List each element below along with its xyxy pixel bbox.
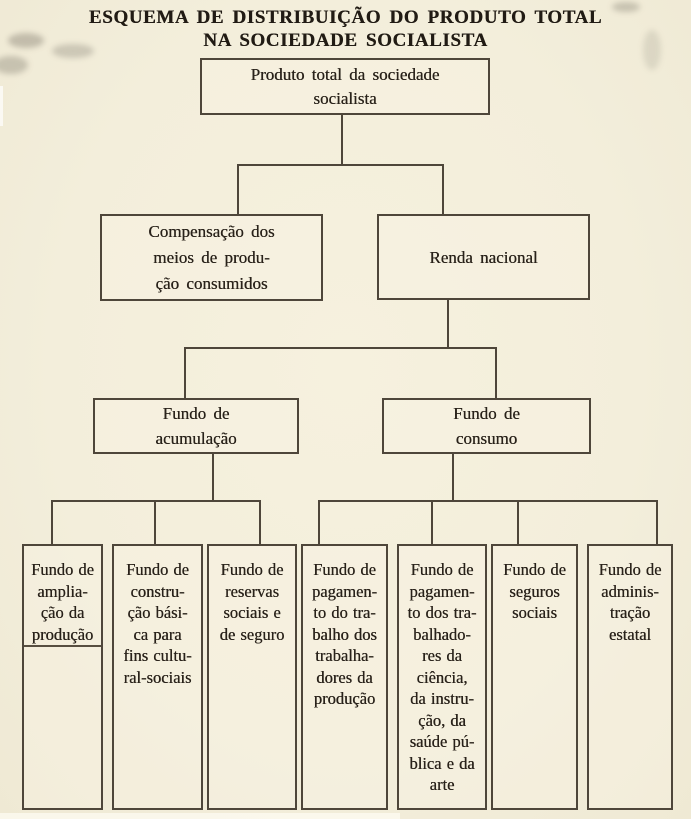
node-fundo-pagamento-trabalhadores-producao: Fundo de pagamen- to do tra- balho dos t…	[301, 544, 388, 810]
connector-renda-stem	[447, 299, 449, 349]
node-label: Fundo de adminis- tração estatal	[598, 560, 662, 644]
node-fundo-seguros-sociais: Fundo de seguros sociais	[491, 544, 578, 810]
node-produto-total: Produto total da sociedade socialista	[200, 58, 490, 115]
connector-consumo-fan-bar	[318, 500, 658, 502]
node-label: Renda nacional	[429, 247, 538, 267]
node-fundo-pagamento-trabalhadores-ciencia: Fundo de pagamen- to dos tra- balhado- r…	[397, 544, 487, 810]
connector-level2-bar	[237, 164, 444, 166]
diagram-title: ESQUEMA DE DISTRIBUIÇÃO DO PRODUTO TOTAL…	[88, 7, 603, 51]
connector-to-renda-nacional	[442, 164, 444, 216]
node-label: Fundo de consumo	[453, 404, 520, 448]
node-fundo-ampliacao-producao: Fundo de amplia- ção da produção	[22, 544, 103, 810]
connector-to-leaf-6	[517, 500, 519, 546]
ink-bleed-mark	[0, 56, 28, 74]
node-label: Fundo de acumulação	[155, 404, 237, 448]
node-fundo-acumulacao: Fundo de acumulação	[93, 398, 299, 454]
connector-to-leaf-7	[656, 500, 658, 546]
node-label: Compensação dos meios de produ- ção cons…	[148, 221, 275, 293]
connector-level3-bar	[184, 347, 497, 349]
ink-bleed-mark	[643, 30, 661, 70]
node-label: Fundo de pagamen- to do tra- balho dos t…	[311, 560, 378, 708]
node-label: Fundo de reservas sociais e de seguro	[219, 560, 285, 644]
ink-bleed-mark	[612, 2, 640, 12]
connector-to-leaf-5	[431, 500, 433, 546]
node-label: Fundo de constru- ção bási- ca para fins…	[123, 560, 192, 687]
page-edge-highlight	[0, 86, 3, 126]
connector-acumulacao-fan-bar	[51, 500, 261, 502]
node-fundo-consumo: Fundo de consumo	[382, 398, 591, 454]
connector-to-fundo-acumulacao	[184, 347, 186, 400]
connector-acumulacao-stem	[212, 452, 214, 502]
page-edge-highlight	[0, 813, 400, 819]
connector-consumo-stem	[452, 452, 454, 502]
node-label: Fundo de seguros sociais	[503, 560, 566, 622]
ink-bleed-mark	[52, 44, 94, 58]
connector-to-leaf-3	[259, 500, 261, 546]
node-fundo-construcao-basica: Fundo de constru- ção bási- ca para fins…	[112, 544, 203, 810]
connector-to-leaf-1	[51, 500, 53, 546]
node-fundo-administracao-estatal: Fundo de adminis- tração estatal	[587, 544, 673, 810]
node-fundo-reservas-sociais: Fundo de reservas sociais e de seguro	[207, 544, 297, 810]
leaf-1-inner-rule	[24, 645, 101, 647]
connector-to-leaf-2	[154, 500, 156, 546]
connector-to-leaf-4	[318, 500, 320, 546]
node-label: Fundo de pagamen- to dos tra- balhado- r…	[407, 560, 477, 794]
connector-root-stem	[341, 114, 343, 166]
node-compensacao: Compensação dos meios de produ- ção cons…	[100, 214, 323, 301]
node-label: Produto total da sociedade socialista	[250, 64, 440, 108]
node-renda-nacional: Renda nacional	[377, 214, 590, 300]
ink-bleed-mark	[8, 33, 44, 48]
node-label: Fundo de amplia- ção da produção	[31, 560, 94, 644]
connector-to-fundo-consumo	[495, 347, 497, 400]
connector-to-compensacao	[237, 164, 239, 216]
